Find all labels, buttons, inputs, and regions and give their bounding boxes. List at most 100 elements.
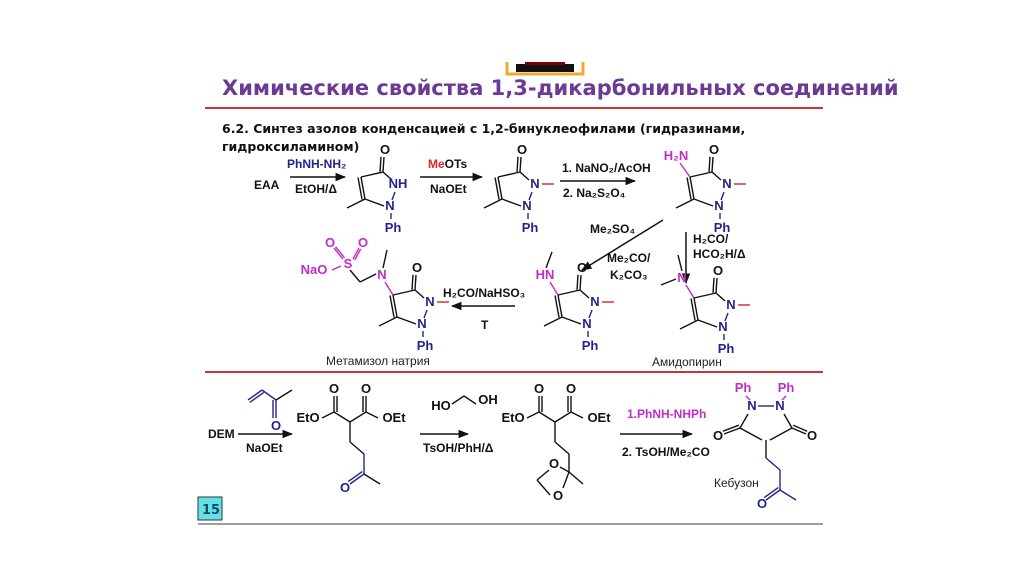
atom-label-oxygen: O bbox=[358, 235, 368, 250]
bond bbox=[384, 281, 394, 296]
bond bbox=[791, 427, 807, 435]
atom-label-o: O bbox=[549, 456, 559, 471]
atom-label-oet: OEt bbox=[587, 410, 611, 425]
bond bbox=[660, 278, 677, 286]
bond bbox=[423, 309, 428, 319]
bond bbox=[346, 198, 366, 209]
atom-label-n: N bbox=[747, 398, 756, 413]
bond bbox=[365, 411, 379, 419]
atom-label-oxygen: O bbox=[709, 142, 719, 157]
bond bbox=[554, 295, 560, 318]
condition-t: T bbox=[481, 318, 489, 332]
bond bbox=[545, 251, 553, 269]
atom-label-o: O bbox=[713, 428, 723, 443]
condition-tsoh-phh: TsOH/PhH/Δ bbox=[423, 441, 494, 455]
bond bbox=[333, 247, 344, 260]
label-amidopyrine: Амидопирин bbox=[652, 355, 722, 369]
atom-label-nitrogen: NH bbox=[389, 176, 408, 191]
reagent-nitrosation: 1. NaNO₂/AcOH bbox=[562, 161, 651, 175]
atom-label-dimethylamino: N bbox=[677, 270, 686, 285]
bond bbox=[519, 156, 522, 173]
atom-label-o: O bbox=[340, 480, 350, 495]
bond bbox=[414, 289, 425, 299]
bond bbox=[451, 395, 465, 405]
atom-label-nitrogen: N bbox=[385, 198, 394, 213]
bond bbox=[363, 473, 381, 485]
bond bbox=[561, 316, 582, 325]
atom-label-nitrogen: N bbox=[590, 294, 599, 309]
bond bbox=[697, 319, 718, 328]
reagent-meots: MeOTs bbox=[428, 157, 467, 171]
atom-label-oxygen: O bbox=[713, 263, 723, 278]
bond bbox=[275, 389, 293, 401]
label-metamizole: Метамизол натрия bbox=[326, 354, 430, 368]
bond bbox=[679, 162, 691, 178]
bond bbox=[391, 191, 396, 201]
atom-label-methylamino: HN bbox=[536, 267, 555, 282]
atom-label-o: O bbox=[757, 496, 767, 511]
atom-label-o: O bbox=[553, 488, 563, 503]
bond bbox=[693, 292, 717, 299]
bond bbox=[538, 411, 556, 423]
bond bbox=[516, 156, 519, 172]
bond bbox=[554, 411, 572, 423]
atom-label-phenyl: Ph bbox=[385, 220, 402, 235]
atom-label-oxygen: O bbox=[380, 142, 390, 157]
bond bbox=[352, 247, 360, 260]
bond bbox=[501, 198, 522, 207]
section-heading-line2: гидроксиламином) bbox=[222, 139, 359, 154]
bond bbox=[392, 294, 398, 318]
reagent-formic-acid: HCO₂H/Δ bbox=[693, 247, 746, 261]
condition-k2co3: K₂CO₃ bbox=[610, 268, 648, 282]
bond bbox=[354, 248, 362, 261]
atom-label-nitrogen: N bbox=[530, 176, 539, 191]
bond bbox=[745, 395, 751, 401]
atom-label-nitrogen: N bbox=[425, 294, 434, 309]
bond bbox=[249, 391, 265, 404]
bond bbox=[765, 489, 781, 501]
bond bbox=[723, 427, 741, 435]
bond bbox=[261, 389, 277, 401]
bond bbox=[554, 441, 570, 455]
bond bbox=[739, 413, 749, 429]
bond bbox=[349, 441, 365, 455]
bond bbox=[536, 469, 550, 481]
atom-label-n-methyl: N bbox=[377, 267, 386, 282]
bond bbox=[715, 292, 726, 302]
bond bbox=[247, 389, 263, 401]
condition-naoet-2: NaOEt bbox=[246, 441, 283, 455]
atom-label-oxygen: O bbox=[577, 260, 587, 275]
atom-label-nitrogen: N bbox=[726, 297, 735, 312]
atom-label-phenyl: Ph bbox=[522, 220, 539, 235]
atom-label-sodium-oxide: NaO bbox=[301, 262, 328, 277]
reagent-reduction: 2. Na₂S₂O₄ bbox=[563, 186, 626, 200]
section-heading-line1: 6.2. Синтез азолов конденсацией с 1,2-би… bbox=[222, 121, 745, 136]
atom-label-o: O bbox=[361, 381, 371, 396]
bond bbox=[783, 413, 793, 429]
label-kebuzone: Кебузон bbox=[714, 476, 759, 490]
bond bbox=[411, 274, 414, 290]
bond bbox=[570, 411, 584, 419]
bond bbox=[715, 277, 718, 294]
bond bbox=[543, 316, 563, 327]
condition-tsoh-me2co: 2. TsOH/Me₂CO bbox=[622, 445, 710, 459]
bond bbox=[483, 198, 503, 209]
atom-label-phenyl: Ph bbox=[417, 338, 434, 353]
bond bbox=[396, 316, 417, 325]
bond bbox=[347, 470, 363, 483]
bond bbox=[357, 177, 363, 200]
bond bbox=[360, 171, 384, 178]
atom-label-o: O bbox=[329, 381, 339, 396]
atom-label-phenyl: Ph bbox=[582, 338, 599, 353]
atom-label-nitrogen: N bbox=[417, 316, 426, 331]
bond bbox=[675, 198, 695, 209]
bond bbox=[528, 191, 533, 201]
bond bbox=[349, 473, 365, 485]
bond bbox=[711, 171, 722, 181]
bond bbox=[389, 295, 395, 318]
bond bbox=[349, 269, 361, 283]
reagent-nahso3: H₂CO/NaHSO₃ bbox=[443, 286, 525, 300]
bond bbox=[576, 274, 579, 290]
